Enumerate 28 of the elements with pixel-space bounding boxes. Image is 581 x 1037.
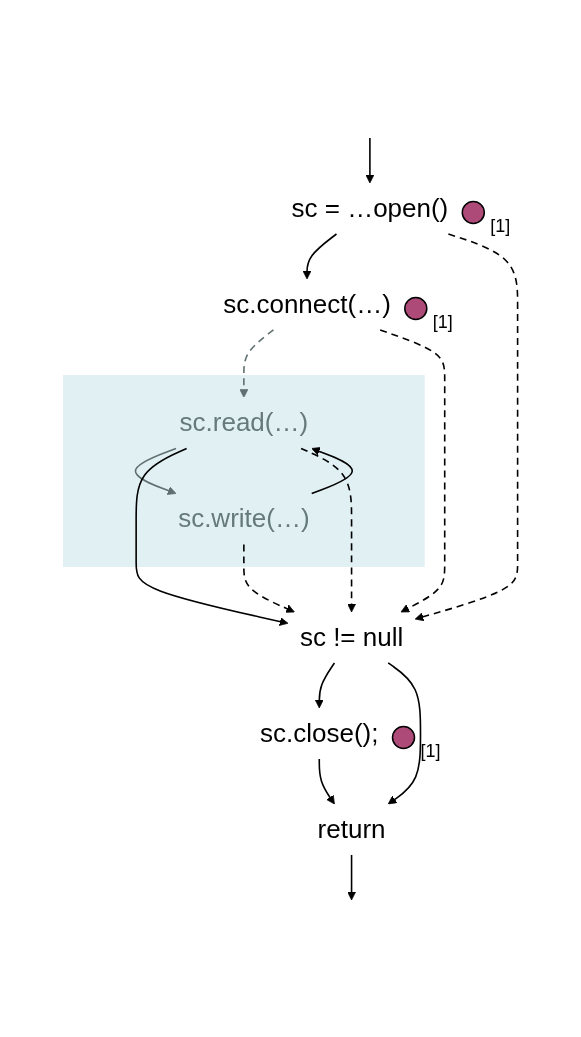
node-label: sc.connect(…) (223, 288, 391, 319)
node-label: sc.close(); (260, 717, 379, 748)
code-statement: sc.write(…) (178, 503, 310, 533)
code-statement: sc.close(); [1] (260, 717, 441, 761)
footnote-reference: [1] (433, 312, 453, 332)
arrow (415, 232, 519, 621)
footnote-reference: [1] (420, 741, 441, 761)
arrow (239, 328, 275, 398)
code-statement: sc != null (300, 621, 404, 652)
code-statement: sc.connect(…) [1] (223, 288, 453, 332)
arrow (318, 757, 335, 804)
footnote-reference: [1] (490, 216, 511, 236)
code-statement: sc = …open() [1] (291, 192, 511, 236)
code-statement: return (317, 813, 386, 844)
arrow (134, 447, 177, 495)
code-statement: sc.read(…) (179, 407, 309, 437)
arrow (302, 232, 338, 279)
highlight-region (63, 374, 425, 567)
arrow (365, 136, 375, 183)
arrow (300, 447, 357, 612)
arrow (135, 447, 289, 626)
arrow (315, 661, 336, 708)
arrow (387, 661, 422, 804)
arrow (311, 446, 354, 494)
arrow (379, 328, 446, 612)
node-label: sc = …open() (291, 192, 449, 223)
arrow (347, 853, 357, 900)
arrow (243, 543, 295, 613)
